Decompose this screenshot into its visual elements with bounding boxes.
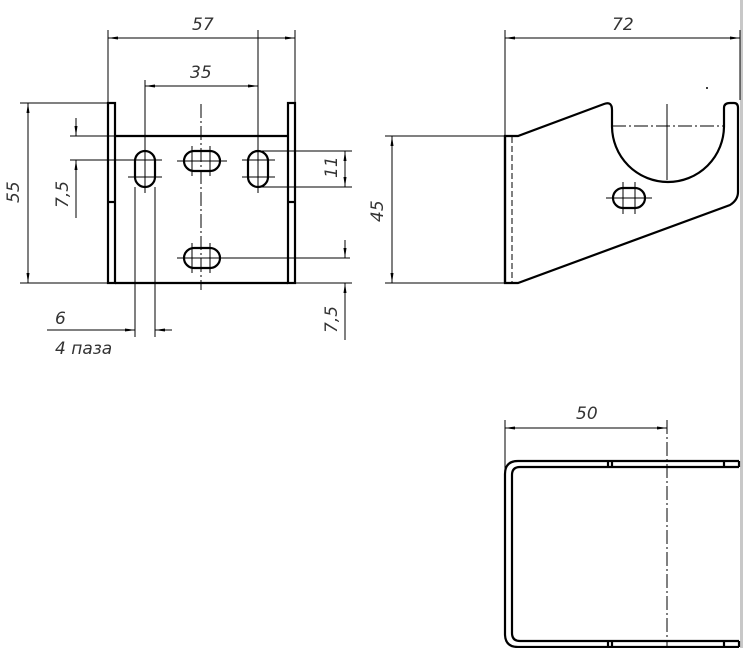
- dim-length-72: 72: [612, 15, 634, 35]
- window-right-edge: [740, 0, 743, 648]
- u-inner: [510, 465, 739, 643]
- dim-slot-spacing-35: 35: [190, 63, 212, 83]
- side-view: 72 45: [368, 15, 741, 285]
- top-view: 50: [503, 404, 741, 648]
- dim-width-50: 50: [576, 404, 598, 424]
- dim-slot-width-6: 6: [55, 309, 66, 329]
- slot-count-note: 4 паза: [55, 339, 112, 359]
- dim-slot-bottom-offset: 7,5: [322, 306, 342, 333]
- dim-slot-length-11: 11: [322, 156, 342, 178]
- u-outer: [503, 459, 739, 648]
- right-flange: [286, 101, 297, 285]
- dim-slot-top-offset: 7,5: [53, 181, 73, 208]
- left-flange: [106, 101, 117, 285]
- side-profile: [503, 101, 740, 285]
- dim-width-57: 57: [192, 15, 214, 35]
- front-view: 57 35 55 7,5 11 7,5 6 4 паза: [4, 15, 352, 359]
- dim-height-55: 55: [4, 181, 24, 203]
- dim-height-45: 45: [368, 200, 388, 222]
